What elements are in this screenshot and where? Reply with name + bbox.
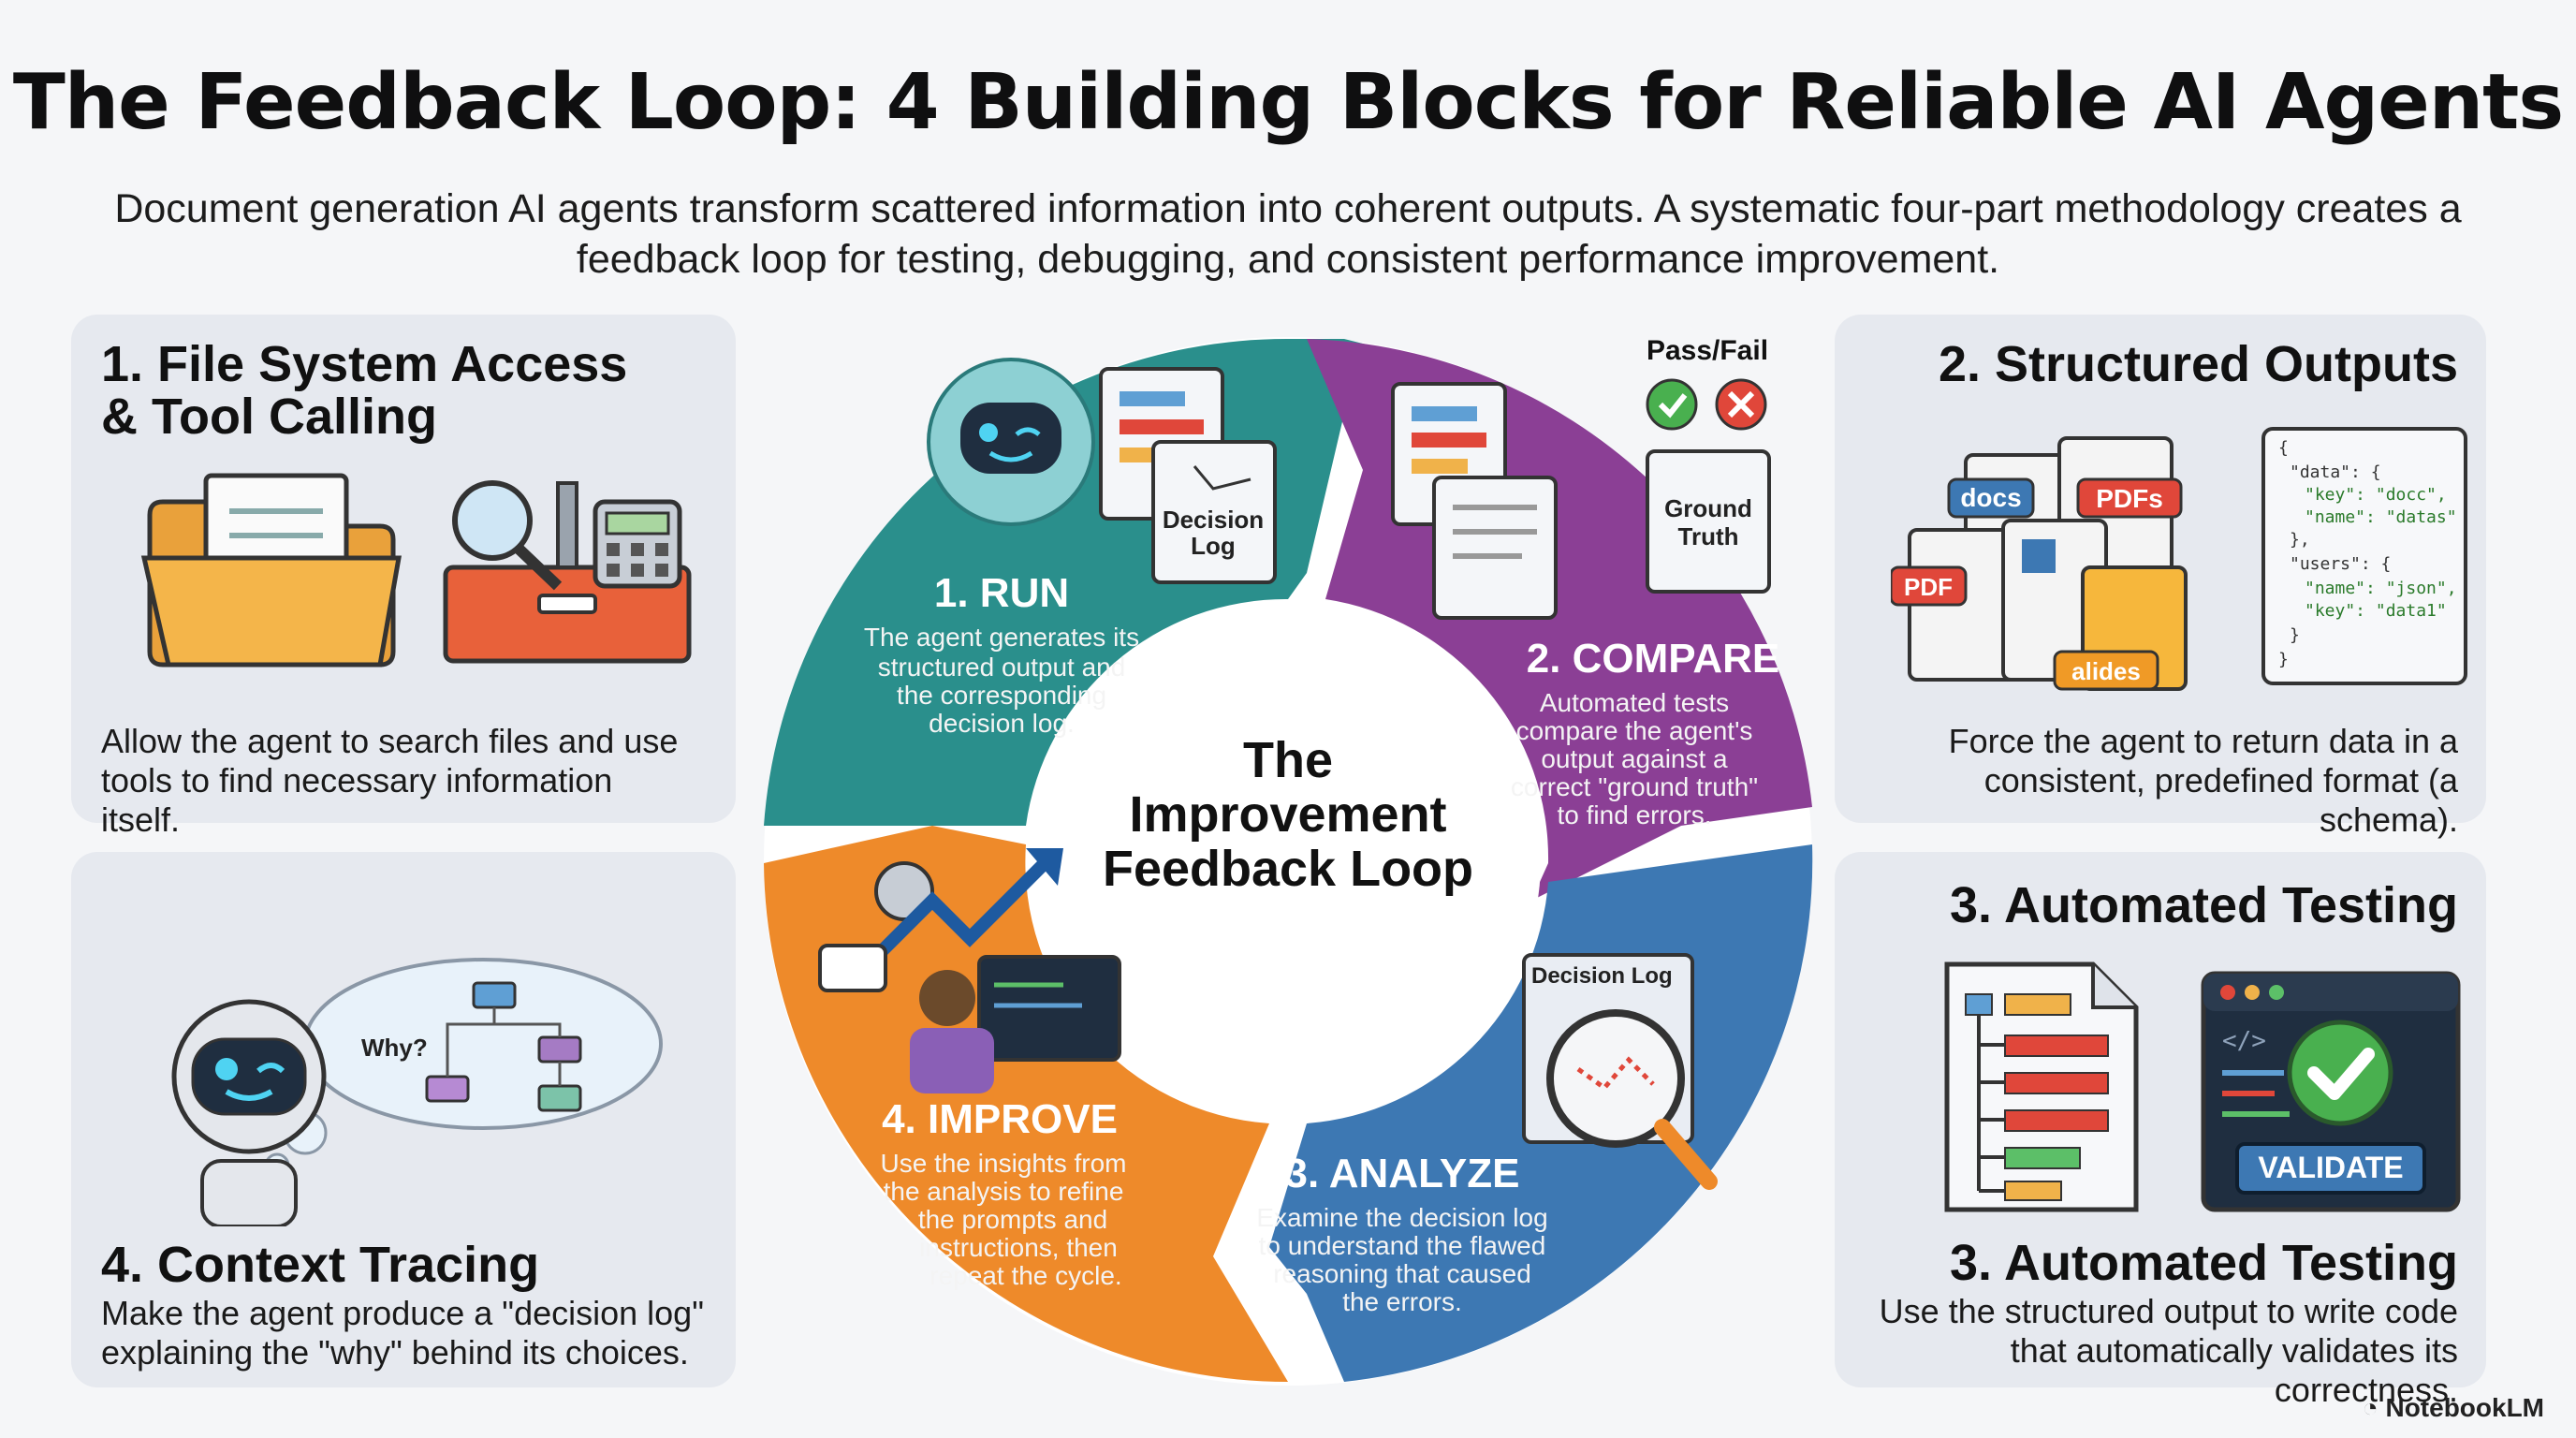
decision-log-label-2: Log <box>1191 532 1236 560</box>
panel-title: 2. Structured Outputs <box>1938 336 2458 392</box>
improve-developer-icon <box>818 848 1121 1093</box>
compare-title: 2. COMPARE <box>1527 636 1780 682</box>
pdfs-label: PDFs <box>2096 484 2163 513</box>
compare-desc-line: compare the agent's <box>1516 716 1753 745</box>
compare-desc-line: Automated tests <box>1540 688 1729 717</box>
improve-title: 4. IMPROVE <box>882 1096 1118 1142</box>
json-schema-icon: { "data": { "key": "docc", "name": "data… <box>2261 427 2467 685</box>
validate-window-icon: </> VALIDATE <box>2201 971 2461 1212</box>
center-label-line2: Improvement <box>1129 786 1446 843</box>
page-subtitle: Document generation AI agents transform … <box>114 186 2462 282</box>
panel-desc: Allow the agent to search files and use … <box>101 722 679 839</box>
panel-desc: Use the structured output to write code … <box>1879 1292 2458 1409</box>
toolbox-icon <box>443 480 692 664</box>
folder-icon <box>140 473 402 668</box>
analyze-title: 3. ANALYZE <box>1284 1151 1519 1196</box>
compare-desc-line: correct "ground truth" <box>1511 772 1758 801</box>
decision-log-docs-icon <box>1099 367 1277 584</box>
panel-context-tracing: Why? 4. Context Tracing Make the agent p… <box>71 852 736 1387</box>
brand-footer: ◔ NotebookLM <box>2363 1393 2544 1423</box>
compare-docs-icon <box>1391 382 1558 620</box>
compare-desc-line: to find errors. <box>1558 800 1712 829</box>
decision-log-label-1: Decision <box>1163 506 1264 534</box>
pass-check-icon <box>1646 378 1698 431</box>
improve-desc-line: the prompts and <box>918 1205 1107 1234</box>
json-line: "key": "data1" <box>2305 601 2447 621</box>
pdf-label: PDF <box>1904 573 1953 601</box>
json-line: "name": "datas" <box>2305 507 2457 527</box>
notebooklm-logo-icon: ◔ <box>2362 1393 2386 1422</box>
analyze-desc-line: reasoning that caused <box>1273 1259 1531 1288</box>
json-line: "users": { <box>2290 554 2391 574</box>
panel-title-line1: 1. File System Access <box>101 336 628 392</box>
panel-title: 4. Context Tracing <box>101 1237 540 1293</box>
json-line: { <box>2278 438 2289 458</box>
ground-truth-doc-icon <box>1646 449 1771 594</box>
json-line: "key": "docc", <box>2305 485 2447 505</box>
run-desc-line: The agent generates its <box>864 623 1139 652</box>
page-title: The Feedback Loop: 4 Building Blocks for… <box>12 58 2564 147</box>
run-title: 1. RUN <box>934 570 1069 616</box>
code-glyph: </> <box>2222 1027 2266 1055</box>
validate-label: VALIDATE <box>2258 1151 2403 1184</box>
json-line: "data": { <box>2290 462 2381 482</box>
panel-desc: Make the agent produce a "decision log" … <box>101 1294 704 1372</box>
robot-thinking-icon: Why? <box>171 958 663 1226</box>
panel-desc: Force the agent to return data in a cons… <box>1948 722 2458 839</box>
compare-desc-line: output against a <box>1541 744 1728 773</box>
analyze-doc-label: Decision Log <box>1531 963 1673 989</box>
ground-truth-label-1: Ground <box>1664 494 1752 522</box>
json-line: }, <box>2290 530 2310 550</box>
panel-structured-outputs: 2. Structured Outputs docs PDFs PDF alid… <box>1835 315 2486 839</box>
analyze-desc-line: Examine the decision log <box>1256 1203 1547 1232</box>
analyze-desc-line: to understand the flawed <box>1259 1231 1546 1260</box>
improve-desc-line: instructions, then <box>919 1233 1118 1262</box>
feedback-loop-diagram: The Improvement Feedback Loop Decision L… <box>764 335 1813 1386</box>
analyze-desc-line: the errors. <box>1342 1287 1462 1316</box>
segment-improve <box>764 826 1288 1382</box>
panel-title-line2: & Tool Calling <box>101 389 437 445</box>
docs-label: docs <box>1960 483 2021 512</box>
test-document-icon <box>1944 961 2139 1212</box>
json-line: } <box>2290 625 2300 645</box>
panel-title-bottom: 3. Automated Testing <box>1949 1235 2458 1291</box>
passfail-label: Pass/Fail <box>1647 335 1768 366</box>
run-desc-line: the corresponding <box>897 681 1106 710</box>
run-desc-line: decision log. <box>929 709 1075 738</box>
center-label-line1: The <box>1243 732 1333 788</box>
run-desc-line: structured output and <box>878 653 1126 682</box>
improve-desc-line: the analysis to refine <box>884 1177 1124 1206</box>
json-line: "name": "json", <box>2305 579 2457 598</box>
ground-truth-label-2: Truth <box>1678 522 1739 550</box>
documents-stack-icon: docs PDFs PDF alides <box>1891 436 2188 691</box>
slides-label: alides <box>2071 657 2141 685</box>
center-label-line3: Feedback Loop <box>1103 841 1473 897</box>
analyze-log-magnifier-icon <box>1522 953 1718 1190</box>
why-label: Why? <box>361 1034 428 1062</box>
panel-automated-testing: 3. Automated Testing </> VALIDATE 3. Aut… <box>1835 852 2486 1409</box>
json-line: } <box>2278 650 2289 669</box>
panel-file-system-access: 1. File System Access & Tool Calling All… <box>71 315 736 839</box>
improve-desc-line: Use the insights from <box>881 1149 1127 1178</box>
brand-label: NotebookLM <box>2385 1393 2544 1422</box>
panel-title-top: 3. Automated Testing <box>1949 877 2458 933</box>
improve-desc-line: repeat the cycle. <box>929 1261 1121 1290</box>
